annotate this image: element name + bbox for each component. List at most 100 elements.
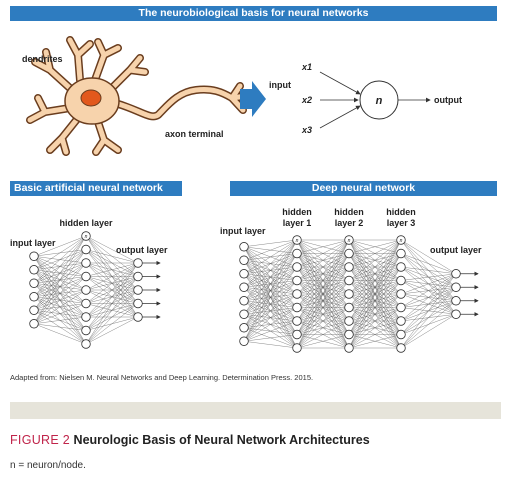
deep-network-edge (296, 239, 350, 268)
basic-network-node (81, 271, 91, 282)
deep-network-node (344, 289, 354, 299)
deep-network-edge (296, 293, 350, 349)
deep-network-edge (243, 239, 298, 261)
basic-network-node (81, 231, 91, 241)
deep-network-node (292, 329, 302, 340)
basic-network-edge (33, 235, 87, 311)
deep-network-node (239, 282, 249, 292)
deep-network-edge (400, 273, 457, 281)
deep-network-node (239, 269, 249, 279)
basic-network-node (29, 319, 39, 329)
nucleus (80, 89, 102, 107)
deep-network-node (396, 248, 406, 259)
deep-network-node-marker: n (348, 238, 351, 244)
basic-network-node (133, 258, 143, 268)
deep-network-edge (243, 293, 298, 342)
deep-network-node (239, 323, 249, 333)
basic-network-edge (33, 235, 87, 324)
basic-network: n input layer hidden layer output layer (10, 218, 168, 349)
deep-network-edge (296, 307, 350, 349)
basic-network-node (81, 298, 91, 309)
basic-network-edge (33, 303, 87, 324)
deep-network-edge (296, 253, 350, 349)
basic-network-edge (33, 235, 87, 270)
deep-network-node (239, 242, 249, 252)
basic-network-node (81, 339, 91, 349)
deep-network-edge (296, 280, 350, 349)
deep-network-node (344, 329, 354, 340)
basic-network-node (81, 312, 91, 322)
basic-network-edge (33, 289, 87, 324)
perceptron-input-label: input (269, 80, 291, 90)
deep-network-edge (243, 239, 298, 301)
deep-network-edge (348, 293, 402, 349)
deep-network-node (451, 296, 461, 306)
deep-network-node (239, 336, 249, 346)
deep-network-node (344, 248, 354, 259)
deep-network-edge (400, 266, 457, 274)
deep-network-edge (243, 341, 298, 349)
deep-network-edge (348, 253, 402, 349)
footnote: n = neuron/node. (10, 460, 86, 471)
deep-network-edge (400, 314, 457, 349)
perceptron-diagram: input x1 x2 x3 n output (269, 62, 462, 135)
deep-network-edge (400, 273, 457, 322)
basic-network-edge (85, 262, 139, 291)
deep-network-node (396, 302, 406, 313)
figure-number: FIGURE 2 (10, 433, 71, 447)
basic-network-node (133, 285, 143, 295)
deep-network-node (239, 296, 249, 306)
basic-network-node (133, 271, 143, 282)
basic-network-edge (85, 235, 139, 264)
basic-network-edge (85, 316, 139, 345)
deep-network-node (344, 302, 354, 313)
deep-network-edge (243, 280, 298, 342)
deep-network-edge (348, 239, 402, 308)
basic-network-edge (33, 323, 87, 345)
deep-hidden-layer-3-line1: hidden (386, 207, 416, 217)
basic-network-node (81, 285, 91, 295)
deep-network-edge (400, 253, 457, 274)
deep-network-node (396, 316, 406, 326)
deep-hidden-layer-2-line2: layer 2 (335, 218, 364, 228)
input-x1: x1 (301, 62, 312, 72)
deep-network-edge (243, 239, 298, 288)
deep-network-edge (296, 266, 350, 349)
deep-network-edge (400, 273, 457, 349)
basic-network-node (81, 244, 91, 255)
deep-network-node (396, 329, 406, 340)
deep-network-edge (243, 239, 298, 342)
input-x2: x2 (301, 95, 312, 105)
deep-output-layer-label: output layer (430, 245, 482, 255)
deep-network-node (292, 302, 302, 313)
source-credit: Adapted from: Nielsen M. Neural Networks… (10, 373, 314, 382)
deep-network-node (396, 289, 406, 299)
neuron-illustration: dendrites axon terminal (22, 36, 250, 156)
basic-network-node (81, 258, 91, 268)
deep-network-edge (243, 307, 298, 342)
basic-network-node (29, 265, 39, 275)
deep-network-node-marker: n (400, 238, 403, 244)
deep-network-node (396, 343, 406, 353)
figure-diagram: dendrites axon terminal input x1 x2 x3 n… (10, 36, 482, 353)
basic-network-edge (85, 249, 139, 264)
transition-arrow-icon (240, 81, 266, 117)
deep-network-edge (348, 239, 402, 335)
deep-network-edge (296, 239, 350, 295)
basic-network-edge (33, 235, 87, 297)
deep-network-edge (243, 266, 298, 342)
basic-network-edge (33, 235, 87, 284)
deep-network-edge (348, 239, 402, 281)
deep-network-edge (348, 239, 402, 322)
deep-network-edge (296, 334, 350, 349)
basic-network-edge (85, 289, 139, 345)
deep-network-edge (243, 320, 298, 342)
deep-network-edge (296, 239, 350, 349)
axon-terminal-label: axon terminal (165, 129, 224, 139)
basic-network-node (29, 305, 39, 315)
deep-network-node (344, 316, 354, 326)
deep-network-edge (400, 273, 457, 308)
deep-network-edge (348, 334, 402, 349)
deep-network-node (396, 275, 406, 286)
deep-network-edge (348, 239, 402, 349)
